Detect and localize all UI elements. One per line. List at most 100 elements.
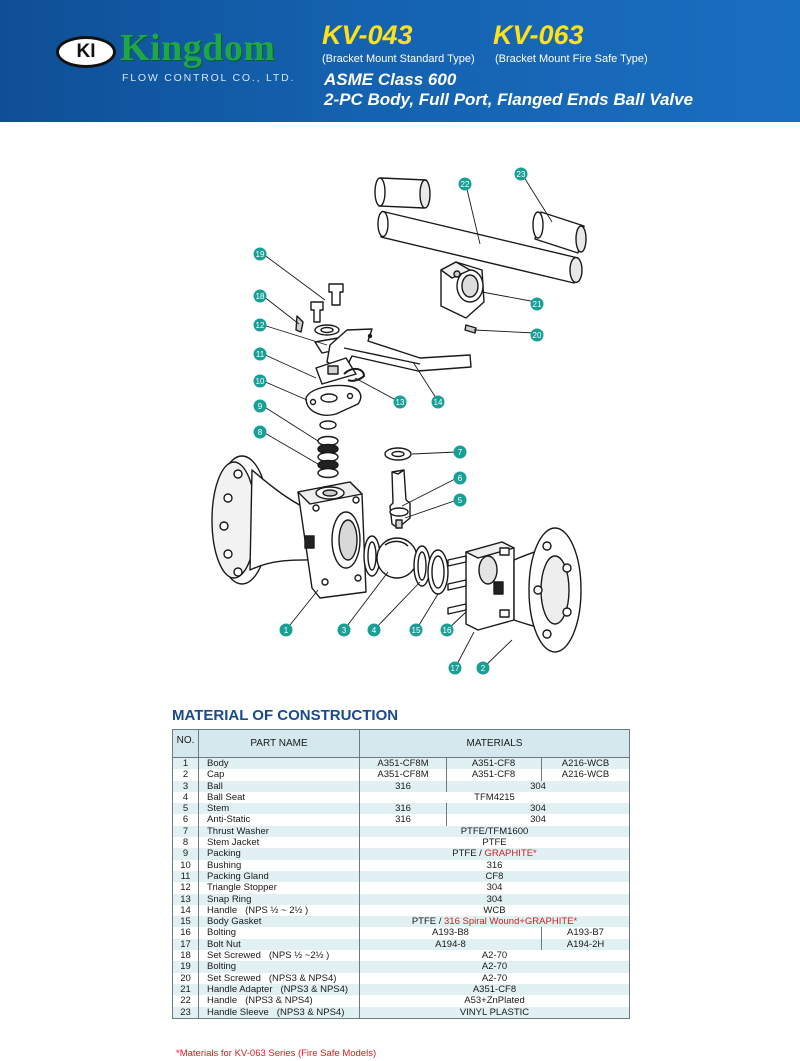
- callout-16: 16: [440, 623, 454, 637]
- part-name: Bolting: [207, 927, 237, 939]
- part-size-note: (NPS3 & NPS4): [245, 995, 313, 1007]
- material-value: PTFE /: [452, 848, 485, 860]
- callout-leaders: [262, 173, 553, 669]
- row-number: 9: [172, 848, 199, 860]
- svg-text:20: 20: [533, 331, 542, 340]
- row-number: 15: [172, 916, 199, 928]
- part-name: Stem: [207, 803, 230, 815]
- material-fire-safe-value: GRAPHITE*: [484, 848, 537, 860]
- valve-body: [211, 455, 367, 599]
- callout-4: 4: [367, 623, 381, 637]
- snap-ring: [343, 368, 365, 382]
- logo-mark: KI: [56, 36, 116, 68]
- handle-sleeve-left: [374, 177, 431, 209]
- handle-bar: [377, 210, 583, 284]
- callout-21: 21: [530, 297, 544, 311]
- cap-bolting: [447, 547, 510, 618]
- material-value: 316: [395, 780, 411, 792]
- row-number: 23: [172, 1006, 199, 1019]
- column-divider: [541, 758, 542, 770]
- row-number: 4: [172, 791, 199, 804]
- part-name-cell: Handle(NPS3 & NPS4): [198, 995, 360, 1007]
- material-value: A193-B7: [567, 927, 604, 939]
- column-divider: [446, 758, 447, 770]
- part-name-cell: Anti-Static: [198, 814, 360, 826]
- callout-7: 7: [453, 445, 467, 459]
- part-name: Stem Jacket: [207, 837, 260, 849]
- column-divider: [446, 769, 447, 781]
- header-part-name: PART NAME: [198, 729, 360, 758]
- svg-text:19: 19: [256, 250, 265, 259]
- part-name-cell: Stem: [198, 803, 360, 815]
- brand-subtitle: FLOW CONTROL CO., LTD.: [122, 72, 296, 84]
- row-number: 8: [172, 837, 199, 849]
- callout-12: 12: [253, 318, 267, 332]
- materials-cell: A2-70: [359, 950, 630, 962]
- material-value: A194-2H: [566, 938, 605, 950]
- row-number: 12: [172, 882, 199, 894]
- row-number: 5: [172, 803, 199, 815]
- valve-cap: [465, 527, 582, 653]
- svg-text:7: 7: [458, 448, 463, 457]
- part-name: Ball Seat: [207, 791, 246, 803]
- materials-cell: TFM4215: [359, 791, 630, 804]
- part-name-cell: Ball Seat: [198, 791, 360, 804]
- part-name-cell: Cap: [198, 769, 360, 781]
- page-title-valve: 2-PC Body, Full Port, Flanged Ends Ball …: [324, 90, 694, 109]
- row-number: 10: [172, 859, 199, 871]
- callout-15: 15: [409, 623, 423, 637]
- handle-sleeve-right: [532, 211, 587, 254]
- material-value: PTFE /: [411, 916, 445, 928]
- stem: [389, 469, 411, 529]
- part-name-cell: Packing Gland: [198, 870, 360, 883]
- column-divider: [541, 938, 542, 951]
- callout-20: 20: [530, 328, 544, 342]
- header-banner: KI Kingdom FLOW CONTROL CO., LTD. KV-043…: [0, 0, 800, 122]
- page-title-class: ASME Class 600: [324, 70, 457, 89]
- materials-cell: A2-70: [359, 961, 630, 973]
- material-value: 316: [395, 803, 411, 815]
- row-number: 18: [172, 950, 199, 962]
- materials-cell: A53+ZnPlated: [359, 995, 630, 1007]
- part-name: Bolt Nut: [207, 938, 241, 950]
- svg-text:10: 10: [256, 377, 265, 386]
- callout-6: 6: [453, 471, 467, 485]
- row-number: 6: [172, 814, 199, 826]
- material-value: A194-8: [435, 938, 466, 950]
- brand-name: Kingdom: [120, 27, 276, 69]
- material-value: 304: [530, 780, 546, 792]
- svg-text:12: 12: [256, 321, 265, 330]
- part-name: Thrust Washer: [207, 825, 269, 837]
- material-value: A351-CF8: [471, 758, 516, 769]
- part-name: Anti-Static: [207, 814, 251, 826]
- callout-5: 5: [453, 493, 467, 507]
- bolts-19: [310, 283, 344, 323]
- svg-text:3: 3: [342, 626, 347, 635]
- exploded-valve-drawing: 1 2 3 4 5 6 7 8 9 10 11 12 13 14 15 16 1…: [211, 167, 587, 675]
- callout-14: 14: [431, 395, 445, 409]
- part-name-cell: Body Gasket: [198, 916, 360, 928]
- part-size-note: (NPS ½ ~ 2½ ): [245, 904, 309, 916]
- part-name: Packing: [207, 848, 241, 860]
- ball-seat-and-ball: [363, 535, 449, 595]
- packing-gland: [305, 384, 362, 416]
- callout-23: 23: [514, 167, 528, 181]
- column-divider: [446, 803, 447, 815]
- row-number: 20: [172, 972, 199, 984]
- material-fire-safe-value: 316 Spiral Wound+GRAPHITE*: [444, 916, 578, 928]
- handle-adapter: [440, 261, 485, 319]
- part-name-cell: Snap Ring: [198, 893, 360, 905]
- part-name: Handle Adapter: [207, 983, 273, 995]
- materials-cell: 316: [359, 859, 630, 871]
- part-name-cell: Stem Jacket: [198, 837, 360, 849]
- callout-9: 9: [253, 399, 267, 413]
- part-name-cell: Handle(NPS ½ ~ 2½ ): [198, 904, 360, 917]
